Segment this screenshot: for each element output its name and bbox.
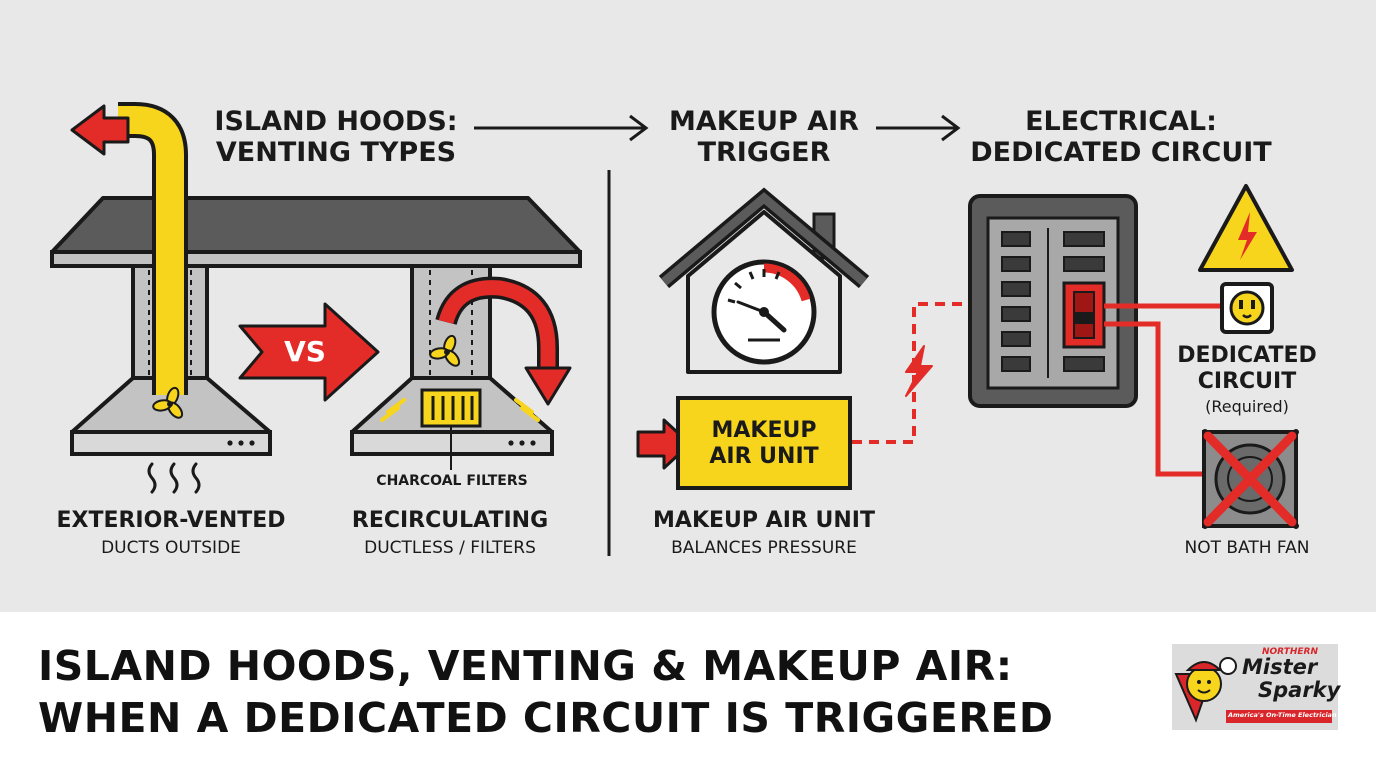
makeup-section-title: MAKEUP AIR TRIGGER [654,106,874,169]
footer-title-line1: ISLAND HOODS, VENTING & MAKEUP AIR: [38,642,1013,690]
flow-arrow-1 [474,114,649,142]
versus-arrow [238,302,380,402]
electrical-title-line2: DEDICATED CIRCUIT [970,137,1272,169]
makeup-air-unit-sub: BALANCES PRESSURE [671,538,857,558]
exterior-vented-sub: DUCTS OUTSIDE [101,538,241,558]
hoods-title-line2: VENTING TYPES [215,137,457,169]
bath-fan-crossed-icon [1202,429,1299,529]
hood-canopy-edge [50,250,582,268]
logo-mister: Mister [1242,655,1318,679]
circuit-wire [1104,303,1224,477]
makeup-air-unit-box [676,396,852,490]
required-note: (Required) [1205,397,1289,416]
fan-icon [429,334,461,367]
exterior-vented-label: EXTERIOR-VENTED [56,508,286,533]
charcoal-filter-icon [420,388,482,470]
dedicated-breaker-icon [1062,281,1106,349]
logo-sparky: Sparky [1258,678,1341,702]
makeup-title-line1: MAKEUP AIR [669,106,859,137]
charcoal-filters-callout: CHARCOAL FILTERS [376,473,528,489]
logo-tagline: America's On-Time Electrician [1228,711,1337,719]
not-bath-fan-label: NOT BATH FAN [1184,538,1310,558]
exhaust-out-arrow-icon [70,104,130,156]
dedicated-circuit-line2: CIRCUIT [1197,368,1297,394]
mister-sparky-logo: NORTHERN Mister Sparky America's On-Time… [1172,644,1341,730]
pressure-gauge-icon [711,259,817,365]
outlet-icon [1220,282,1274,334]
warning-icon [1198,184,1294,272]
makeup-unit-box-line1: MAKEUP [711,418,817,443]
footer-title-line2: WHEN A DEDICATED CIRCUIT IS TRIGGERED [38,694,1054,742]
diagram-graphics [50,102,1299,556]
footer [0,612,1376,768]
electrical-section-title: ELECTRICAL: DEDICATED CIRCUIT [966,106,1276,169]
hood-canopy [50,196,582,254]
signal-wire [852,302,968,444]
logo-graphic [1172,644,1338,730]
versus-label: VS [284,335,326,368]
flow-arrow-2 [876,114,961,142]
makeup-air-unit-label: MAKEUP AIR UNIT [653,508,875,533]
dedicated-circuit-label: DEDICATED CIRCUIT [1164,343,1330,394]
lightning-bolt-icon [905,345,933,397]
makeup-unit-box-label: MAKEUP AIR UNIT [680,418,848,469]
recirculation-arrow-icon [435,276,572,406]
breaker-panel-icon [968,194,1138,408]
exterior-duct [117,102,188,395]
recirculating-sub: DUCTLESS / FILTERS [364,538,536,558]
hoods-section-title: ISLAND HOODS: VENTING TYPES [196,106,476,169]
recirculating-label: RECIRCULATING [351,508,549,533]
electrical-title-line1: ELECTRICAL: [1025,106,1217,137]
makeup-title-line2: TRIGGER [697,137,831,169]
hoods-title-line1: ISLAND HOODS: [214,106,458,137]
makeup-unit-box-line2: AIR UNIT [709,443,819,469]
steam-icon [147,462,201,494]
logo-northern: NORTHERN [1262,647,1318,657]
fan-icon [152,386,184,419]
dedicated-circuit-line1: DEDICATED [1177,343,1317,368]
